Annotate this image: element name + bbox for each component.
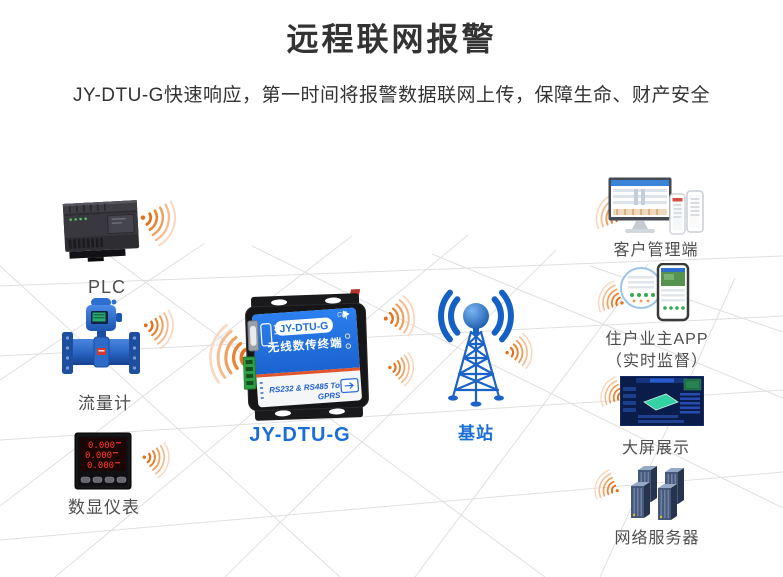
digital-meter-image: 0.000 0.000 0.000 — [74, 432, 132, 490]
page-subtitle: JY-DTU-G快速响应，第一时间将报警数据联网上传，保障生命、财产安全 — [73, 85, 710, 106]
phone-icon — [656, 263, 690, 322]
resident-app-sublabel: （实时监督） — [605, 353, 708, 370]
meter-display-row: 0.000 — [87, 461, 114, 471]
magnifier-circle-icon — [620, 267, 662, 309]
base-station-tower-icon — [438, 289, 514, 407]
phone-icon — [669, 193, 686, 235]
base-station-label: 基站 — [458, 424, 494, 443]
digital-meter-label: 数显仪表 — [68, 498, 140, 517]
server-tower-icon — [658, 484, 677, 520]
client-terminal-image — [608, 177, 704, 235]
meter-display-row: 0.000 — [88, 441, 115, 451]
big-screen-label: 大屏展示 — [621, 440, 690, 457]
flow-meter-image — [62, 298, 140, 374]
flow-meter-label: 流量计 — [78, 394, 132, 413]
resident-app-image — [620, 263, 690, 322]
phone-icon — [686, 190, 704, 233]
dtu-ce-mark: CE — [337, 311, 347, 319]
server-tower-icon — [631, 482, 650, 518]
server-rack-image — [631, 466, 684, 520]
big-screen-image — [620, 376, 704, 426]
server-label: 网络服务器 — [614, 530, 700, 547]
plc-label: PLC — [87, 277, 126, 297]
dtu-badge: JY-DTU-G — [279, 320, 329, 335]
resident-app-label: 住户业主APP — [605, 331, 709, 348]
broadcast-arcs-icon — [438, 289, 514, 343]
meter-display-row: 0.000 — [85, 451, 112, 461]
page-title: 远程联网报警 — [286, 21, 497, 57]
client-terminal-label: 客户管理端 — [613, 242, 699, 259]
plc-image — [62, 200, 140, 262]
dtu-label: JY-DTU-G — [249, 424, 351, 446]
dtu-device-image: JY-DTU-G 无线数传终端 CE RS232 & RS485 To GPRS — [242, 288, 369, 421]
antenna-glyph-icon — [342, 310, 350, 320]
dtu-interface-text2: GPRS — [317, 391, 341, 402]
